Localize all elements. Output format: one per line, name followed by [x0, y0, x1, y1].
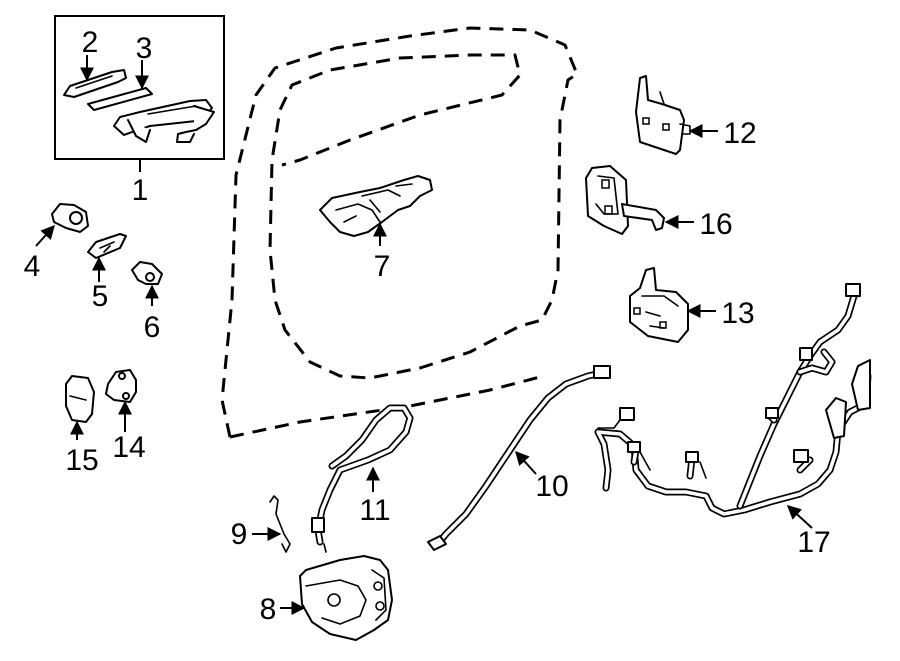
leader-lines [35, 55, 813, 615]
door-latch-part [299, 555, 393, 641]
handle-gasket-part [87, 87, 153, 111]
callout-7: 7 [374, 250, 391, 283]
handle-kit-box [54, 15, 225, 172]
inside-release-cable-part [311, 404, 414, 553]
outside-handle-part [113, 99, 215, 143]
lock-rod-part [269, 495, 291, 553]
striker-part [105, 369, 137, 403]
callout-13: 13 [721, 297, 754, 330]
callout-14: 14 [112, 431, 145, 464]
hinge-bracket-upper-part [635, 75, 691, 155]
callout-8: 8 [260, 593, 277, 626]
callout-4: 4 [24, 250, 41, 283]
callout-labels: 1 2 3 4 5 6 7 8 9 10 11 12 13 14 15 16 1… [24, 26, 831, 626]
handle-cap-part [63, 69, 127, 98]
hinge-bracket-lower-part [629, 267, 689, 343]
outside-release-cable-part [427, 365, 611, 551]
door-outline [220, 26, 579, 439]
callout-15: 15 [65, 444, 98, 477]
callout-17: 17 [797, 526, 830, 559]
callout-1: 1 [132, 174, 149, 207]
cylinder-bezel-part [87, 233, 127, 259]
wiring-harness-part [594, 283, 872, 518]
door-check-part [585, 165, 665, 235]
callout-2: 2 [82, 26, 99, 59]
callout-16: 16 [699, 208, 732, 241]
callout-11: 11 [359, 494, 390, 527]
callout-5: 5 [92, 280, 109, 313]
callout-9: 9 [231, 518, 248, 551]
door-sensor-part [131, 261, 163, 285]
callout-10: 10 [535, 470, 568, 503]
inside-handle-part [319, 175, 433, 237]
lock-cylinder-part [51, 203, 89, 233]
striker-cover-part [65, 375, 95, 423]
callout-12: 12 [723, 117, 756, 150]
callout-6: 6 [144, 311, 161, 344]
callout-3: 3 [136, 32, 153, 65]
